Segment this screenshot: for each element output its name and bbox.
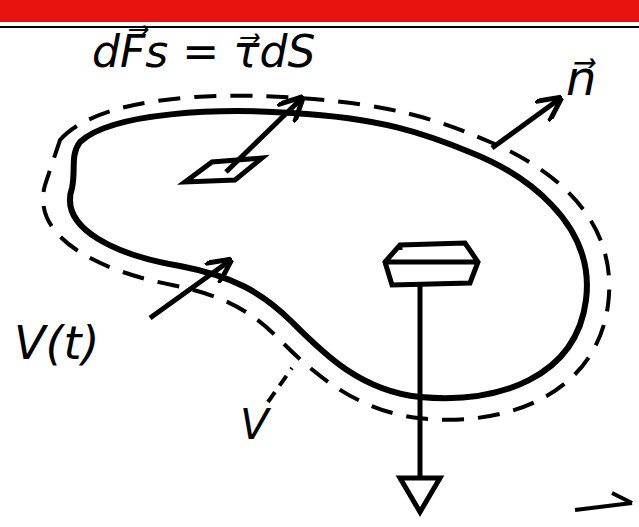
leader-line [150, 262, 228, 318]
surface-force-arrow [226, 100, 300, 172]
header-bar [0, 0, 639, 22]
force-equation: dF⃗s = τ⃗dS [92, 28, 315, 76]
surface-element [185, 158, 262, 182]
volume-outline [70, 111, 587, 398]
control-surface [43, 96, 609, 420]
volume-label: V [240, 402, 269, 448]
body-force-head [400, 478, 440, 512]
partial-arrow [575, 503, 632, 510]
volume-element [385, 243, 478, 285]
body-force-line [418, 285, 423, 478]
normal-arrow [492, 100, 558, 148]
normal-vector-label: n⃗ [566, 52, 596, 105]
leader-line [268, 368, 292, 402]
partial-arrow [612, 493, 632, 503]
volume-label: V(t) [14, 318, 99, 369]
